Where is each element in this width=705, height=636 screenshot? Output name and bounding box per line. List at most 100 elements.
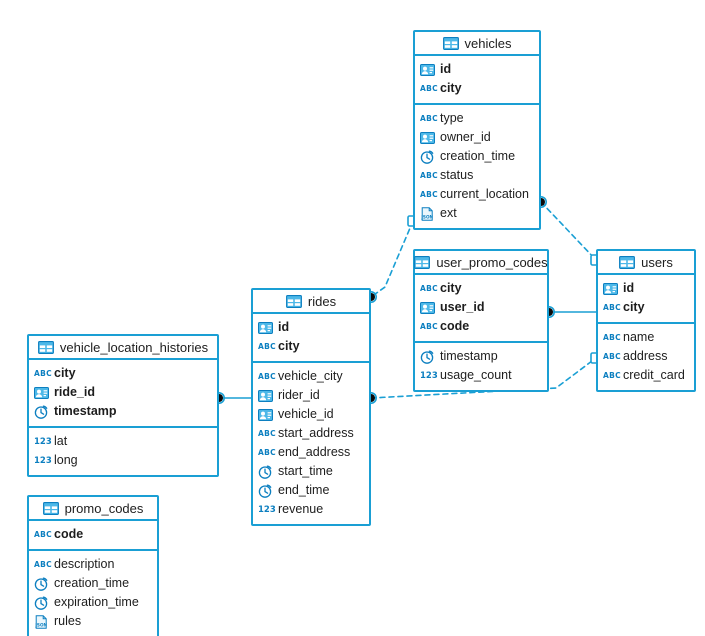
clock-timestamp-icon	[420, 350, 435, 364]
entity-header-user_promo_codes: user_promo_codes	[414, 251, 548, 275]
field-label: city	[623, 300, 645, 315]
entity-title: user_promo_codes	[436, 254, 548, 270]
abc-string-icon: ABC	[420, 83, 438, 93]
primary-key-id[interactable]: id	[598, 279, 694, 298]
abc-string-icon: ABC	[420, 283, 438, 293]
field-label: current_location	[440, 187, 529, 202]
entity-title: vehicle_location_histories	[59, 339, 209, 355]
field-label: expiration_time	[54, 595, 139, 610]
field-label: city	[54, 366, 76, 381]
abc-string-icon: ABC	[603, 370, 621, 380]
primary-key-id[interactable]: id	[415, 60, 539, 79]
column-owner_id[interactable]: owner_id	[415, 128, 539, 147]
column-creation_time[interactable]: creation_time	[415, 147, 539, 166]
entity-header-rides: rides	[253, 290, 369, 314]
entity-header-users: users	[598, 251, 694, 275]
column-rider_id[interactable]: rider_id	[253, 386, 369, 405]
abc-string-icon: ABC	[603, 332, 621, 342]
abc-string-icon: ABC	[420, 189, 438, 199]
field-label: credit_card	[623, 368, 685, 383]
primary-key-user_id[interactable]: user_id	[415, 298, 547, 317]
field-label: timestamp	[54, 404, 117, 419]
primary-key-timestamp[interactable]: timestamp	[29, 402, 217, 421]
field-label: description	[54, 557, 115, 572]
column-end_time[interactable]: end_time	[253, 481, 369, 500]
column-creation_time[interactable]: creation_time	[29, 574, 157, 593]
abc-string-icon: ABC	[34, 529, 52, 539]
primary-key-ride_id[interactable]: ride_id	[29, 383, 217, 402]
abc-string-icon: ABC	[420, 321, 438, 331]
clock-timestamp-icon	[34, 577, 49, 591]
table-grid-icon	[414, 255, 431, 269]
key-id-icon	[420, 131, 435, 145]
field-label: address	[623, 349, 668, 364]
entity-title: promo_codes	[64, 500, 144, 516]
clock-timestamp-icon	[258, 465, 273, 479]
abc-string-icon: ABC	[258, 341, 276, 351]
123-number-icon: 123	[34, 436, 52, 447]
key-id-icon	[258, 408, 273, 422]
table-grid-icon	[37, 340, 54, 354]
clock-timestamp-icon	[420, 150, 435, 164]
table-grid-icon	[619, 255, 636, 269]
table-grid-icon	[442, 36, 459, 50]
json-document-icon: JSON	[420, 206, 435, 221]
column-timestamp[interactable]: timestamp	[415, 347, 547, 366]
abc-string-icon: ABC	[603, 302, 621, 312]
column-expiration_time[interactable]: expiration_time	[29, 593, 157, 612]
primary-key-id[interactable]: id	[253, 318, 369, 337]
field-label: ride_id	[54, 385, 95, 400]
field-label: long	[54, 453, 78, 468]
field-label: code	[440, 319, 470, 334]
field-label: city	[440, 81, 462, 96]
column-vehicle_id[interactable]: vehicle_id	[253, 405, 369, 424]
key-id-icon	[258, 389, 273, 403]
svg-text:JSON: JSON	[34, 622, 47, 627]
field-label: rider_id	[278, 388, 320, 403]
field-label: start_time	[278, 464, 333, 479]
abc-string-icon: ABC	[258, 447, 276, 457]
field-label: owner_id	[440, 130, 491, 145]
column-start_time[interactable]: start_time	[253, 462, 369, 481]
field-label: code	[54, 527, 84, 542]
field-label: city	[440, 281, 462, 296]
field-label: creation_time	[54, 576, 130, 591]
abc-string-icon: ABC	[420, 170, 438, 180]
field-label: start_address	[278, 426, 354, 441]
